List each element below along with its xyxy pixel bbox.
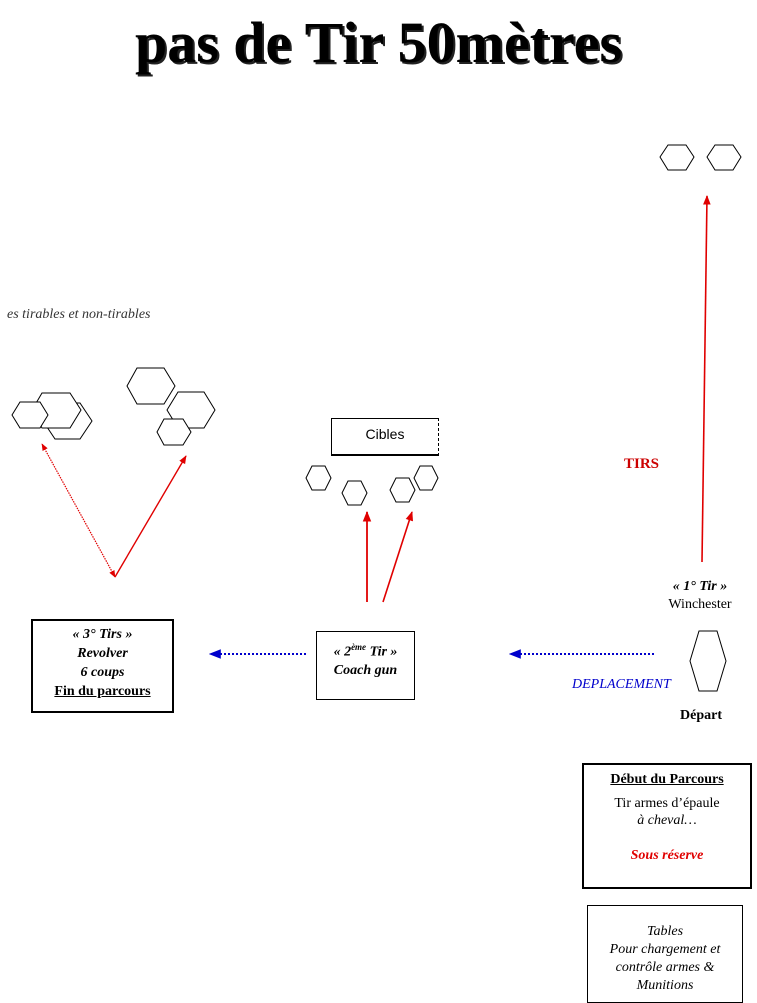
third-shot-title: « 3° Tirs » [72,627,133,642]
targets-note: es tirables et non-tirables [7,307,151,322]
target-hexagon [659,144,695,171]
second-shot-suffix: Tir » [366,644,398,660]
debut-line2: à cheval… [637,813,697,828]
second-shot-box: « 2ème Tir » Coach gun [316,631,415,700]
shot-arrow [701,195,711,563]
second-shot-weapon: Coach gun [333,662,398,678]
target-hexagon [413,465,439,491]
third-shot-end: Fin du parcours [54,684,151,699]
target-hexagon [11,401,49,429]
debut-reserve: Sous réserve [630,848,704,863]
shot-arrow [382,511,414,603]
tables-line2: Pour chargement et [609,942,721,957]
tables-line4: Munitions [636,978,694,993]
target-hexagon [305,465,332,491]
start-hexagon [689,630,727,692]
second-shot-prefix: « 2 [333,644,352,660]
second-shot-title: « 2ème Tir » [317,638,414,662]
tables-line3: contrôle armes & [615,960,715,975]
shot-arrow [41,443,116,578]
target-hexagon [341,480,368,506]
debut-line1: Tir armes d’épaule [614,796,720,811]
shot-arrow [114,455,187,578]
target-hexagon [156,418,192,446]
first-shot-weapon: Winchester [668,597,732,612]
tables-box: Tables Pour chargement et contrôle armes… [587,905,743,1003]
target-hexagon [706,144,742,171]
cibles-label: Cibles [365,426,405,442]
third-shot-weapon: Revolver [77,646,128,661]
debut-box: Début du Parcours Tir armes d’épaule à c… [582,763,752,889]
target-hexagon [126,367,176,405]
debut-title: Début du Parcours [610,772,724,787]
target-hexagon [389,477,416,503]
page-title: pas de Tir 50mètres [134,10,623,75]
second-shot-sup: ème [351,642,367,652]
tables-line1: Tables [646,924,684,939]
third-shot-rounds: 6 coups [80,665,125,680]
first-shot-title: « 1° Tir » [672,579,728,594]
third-shot-box: « 3° Tirs » Revolver 6 coups Fin du parc… [31,619,174,713]
deplacement-label: DEPLACEMENT [572,677,671,692]
tirs-label: TIRS [624,456,660,472]
depart-label: Départ [680,708,722,723]
cibles-box: Cibles [331,418,439,456]
first-shot-label: « 1° Tir » Winchester [640,578,757,614]
